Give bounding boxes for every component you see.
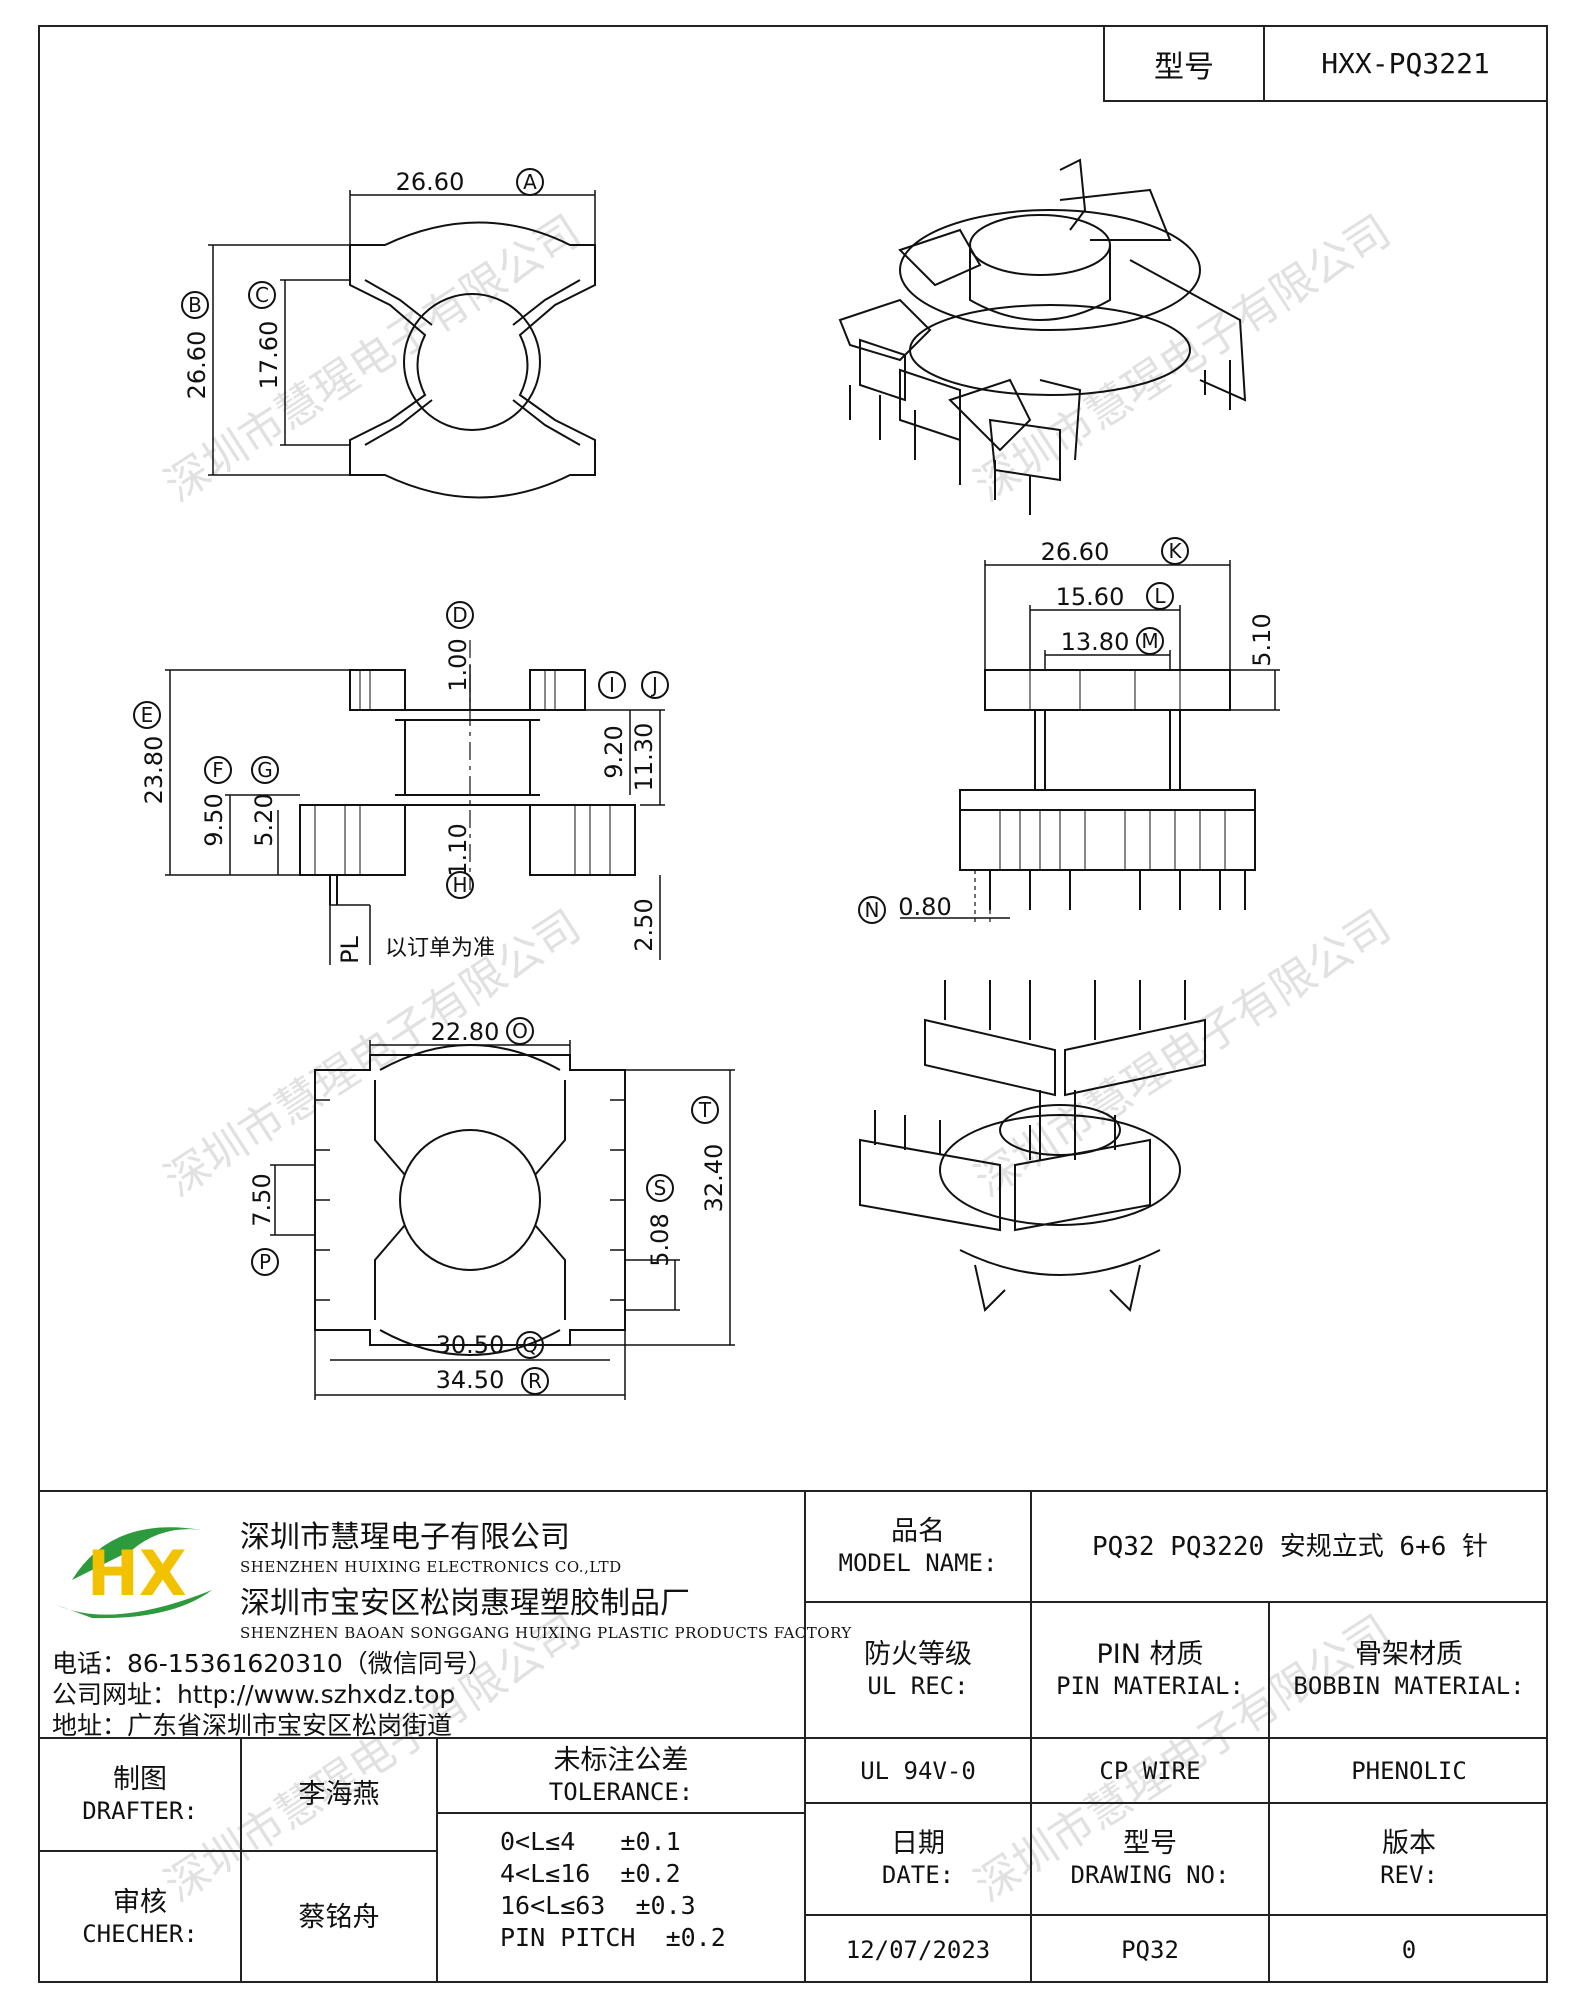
bottom-view-outline bbox=[314, 1054, 626, 1346]
factory-name-en: SHENZHEN BAOAN SONGGANG HUIXING PLASTIC … bbox=[240, 1624, 852, 1642]
dim-O-value: 22.80 bbox=[431, 1018, 500, 1046]
pin-material-label: PIN 材质 PIN MATERIAL: bbox=[1056, 1639, 1244, 1700]
checker-value: 蔡铭舟 bbox=[298, 1901, 380, 1933]
company-logo: HX bbox=[57, 1527, 212, 1619]
isometric-view-bottom bbox=[859, 980, 1206, 1312]
factory-name-cn: 深圳市宝安区松岗惠瑆塑胶制品厂 bbox=[240, 1586, 690, 1621]
model-number-box: 型号 HXX-PQ3221 bbox=[1103, 25, 1548, 102]
dim-R-value: 34.50 bbox=[436, 1366, 505, 1394]
bobbin-material-label: 骨架材质 BOBBIN MATERIAL: bbox=[1293, 1639, 1525, 1700]
circle-F: F bbox=[212, 758, 224, 782]
circle-H: H bbox=[452, 873, 467, 897]
drafter-label: 制图 DRAFTER: bbox=[82, 1763, 198, 1825]
tolerance-label: 未标注公差 TOLERANCE: bbox=[548, 1744, 694, 1806]
circle-A: A bbox=[523, 170, 537, 194]
isometric-view-top bbox=[838, 158, 1247, 515]
dim-F-value: 9.50 bbox=[200, 793, 228, 846]
company-website: 公司网址：http://www.szhxdz.top bbox=[52, 1680, 456, 1709]
circle-J: J bbox=[650, 673, 658, 697]
rev-label: 版本 REV: bbox=[1380, 1828, 1438, 1889]
circle-O: O bbox=[512, 1019, 528, 1043]
dim-Q-value: 30.50 bbox=[436, 1331, 505, 1359]
pin-material-value: CP WIRE bbox=[1099, 1756, 1201, 1785]
circle-I: I bbox=[609, 673, 615, 697]
date-value: 12/07/2023 bbox=[845, 1935, 991, 1964]
circle-T: T bbox=[698, 1098, 712, 1122]
tolerance-line: 4<L≤16 ±0.2 bbox=[500, 1859, 681, 1888]
dim-C-value: 17.60 bbox=[255, 321, 283, 390]
circle-C: C bbox=[255, 283, 269, 307]
dim-A-value: 26.60 bbox=[396, 168, 465, 196]
logo-letters: HX bbox=[87, 1537, 187, 1610]
ul-rec-label: 防火等级 UL REC: bbox=[864, 1639, 972, 1700]
circle-P: P bbox=[259, 1250, 271, 1274]
circle-D: D bbox=[452, 603, 467, 627]
pl-note: 以订单为准 bbox=[385, 936, 495, 961]
dim-B-value: 26.60 bbox=[183, 331, 211, 400]
dim-T-value: 32.40 bbox=[700, 1144, 728, 1213]
circle-R: R bbox=[528, 1369, 542, 1393]
model-name-label: 品名 MODEL NAME: bbox=[838, 1515, 998, 1577]
dim-K-value: 26.60 bbox=[1041, 538, 1110, 566]
date-label: 日期 DATE: bbox=[881, 1828, 955, 1889]
checker-label: 审核 CHECHER: bbox=[82, 1886, 198, 1948]
rev-value: 0 bbox=[1401, 1935, 1417, 1964]
drawing-no-value: PQ32 bbox=[1121, 1935, 1179, 1964]
dim-IJ-b-value: 11.30 bbox=[630, 723, 658, 792]
company-name-en: SHENZHEN HUIXING ELECTRONICS CO.,LTD bbox=[240, 1558, 622, 1576]
tolerance-line: PIN PITCH ±0.2 bbox=[500, 1923, 726, 1952]
dim-M-value: 13.80 bbox=[1061, 628, 1130, 656]
circle-S: S bbox=[654, 1176, 667, 1200]
circle-G: G bbox=[257, 758, 273, 782]
dim-front-height-value: 5.10 bbox=[1248, 613, 1276, 666]
circle-B: B bbox=[188, 293, 202, 317]
drafter-value: 李海燕 bbox=[298, 1778, 380, 1810]
top-view: 26.60 A 26.60 B 17.60 C bbox=[181, 168, 596, 499]
company-name-cn: 深圳市慧瑆电子有限公司 bbox=[240, 1520, 570, 1555]
drawing-no-label: 型号 DRAWING NO: bbox=[1070, 1828, 1230, 1889]
top-view-outline bbox=[349, 221, 596, 499]
dim-L-value: 15.60 bbox=[1056, 583, 1125, 611]
dim-pin-length-value: 2.50 bbox=[630, 898, 658, 951]
company-phone: 电话：86-15361620310（微信同号） bbox=[52, 1649, 493, 1678]
front-view: 26.60 K 15.60 L 13.80 M 5.10 N 0.80 bbox=[858, 537, 1280, 925]
bobbin-material-value: PHENOLIC bbox=[1351, 1756, 1467, 1785]
pl-label: PL bbox=[336, 935, 364, 963]
circle-Q: Q bbox=[522, 1333, 538, 1357]
model-name-value: PQ32 PQ3220 安规立式 6+6 针 bbox=[1091, 1531, 1489, 1562]
circle-N: N bbox=[865, 898, 880, 922]
tolerance-line: 0<L≤4 ±0.1 bbox=[500, 1827, 681, 1856]
bottom-view: 22.80 O 7.50 P 5.08 S 32.40 T 30.50 Q 34… bbox=[248, 1017, 735, 1400]
ul-rec-value: UL 94V-0 bbox=[860, 1756, 976, 1785]
top-view-center-hole bbox=[403, 293, 541, 431]
dim-P-value: 7.50 bbox=[248, 1173, 276, 1226]
circle-L: L bbox=[1154, 584, 1166, 608]
dim-E-value: 23.80 bbox=[140, 736, 168, 805]
side-view: 1.00 D 23.80 E 9.50 F 5.20 G 1.10 H I J … bbox=[133, 601, 669, 965]
dim-N-value: 0.80 bbox=[898, 893, 951, 921]
circle-M: M bbox=[1141, 629, 1158, 653]
title-block bbox=[38, 1490, 1548, 1983]
dim-H-value: 1.10 bbox=[444, 823, 472, 876]
model-value: HXX-PQ3221 bbox=[1321, 47, 1490, 80]
tolerance-line: 16<L≤63 ±0.3 bbox=[500, 1891, 696, 1920]
company-address: 地址：广东省深圳市宝安区松岗街道 bbox=[52, 1711, 453, 1740]
circle-K: K bbox=[1168, 539, 1182, 563]
dim-IJ-a-value: 9.20 bbox=[600, 725, 628, 778]
circle-E: E bbox=[141, 703, 154, 727]
dim-D-value: 1.00 bbox=[444, 638, 472, 691]
dim-S-value: 5.08 bbox=[646, 1213, 674, 1266]
dim-G-value: 5.20 bbox=[250, 793, 278, 846]
model-label: 型号 bbox=[1105, 27, 1265, 100]
technical-drawing: 26.60 A 26.60 B 17.60 C bbox=[133, 158, 1280, 1400]
